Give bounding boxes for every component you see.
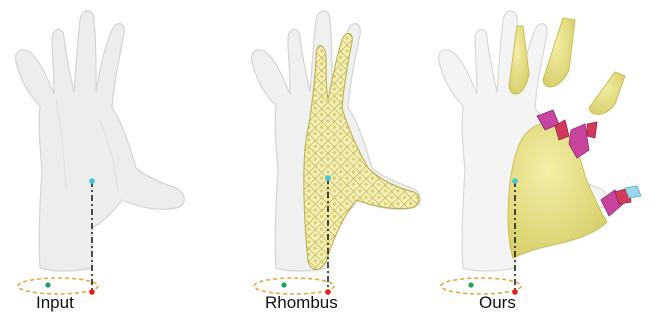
start-point	[45, 282, 50, 287]
part-crimson	[587, 122, 597, 138]
base-ellipse	[441, 278, 521, 294]
caption-ours: Ours	[479, 293, 516, 313]
caption-input: Input	[36, 293, 74, 313]
axis-top-point	[512, 178, 518, 184]
axis-top-point	[325, 175, 331, 181]
panel-ours	[438, 11, 641, 295]
base-ellipse	[254, 278, 334, 294]
axis-bottom-point	[89, 289, 95, 295]
panel-input	[15, 11, 184, 295]
finger-segment	[543, 18, 575, 87]
caption-rhombus: Rhombus	[265, 293, 338, 313]
panel-rhombus	[251, 11, 420, 295]
start-point	[468, 282, 473, 287]
axis-top-point	[89, 178, 95, 184]
base-ellipse	[18, 278, 98, 294]
hand-mesh-icon	[15, 11, 184, 271]
finger-segment	[589, 72, 625, 114]
start-point	[281, 282, 286, 287]
